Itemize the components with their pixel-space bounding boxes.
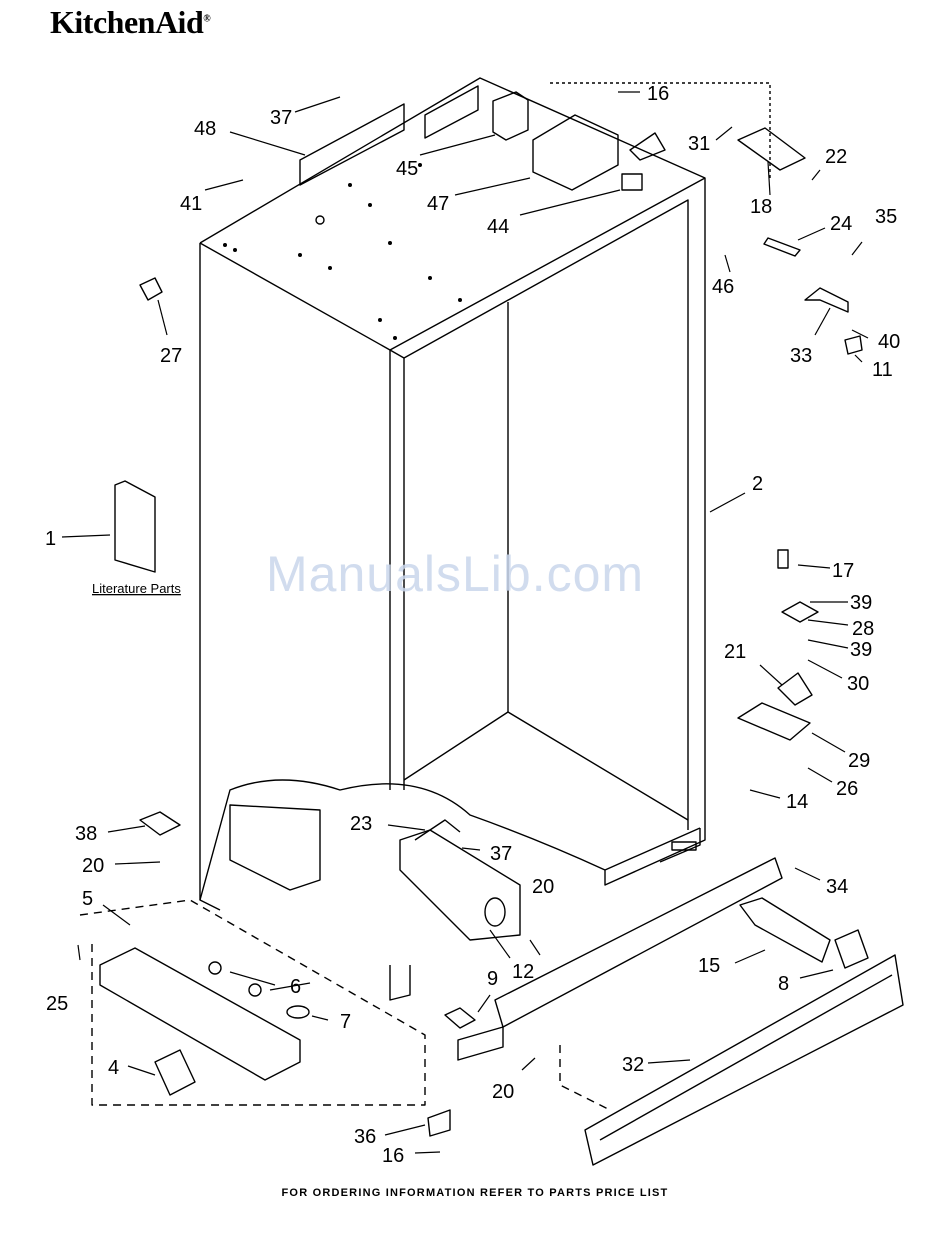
- ring-7: [287, 1006, 309, 1018]
- valve-assembly: [230, 805, 320, 890]
- filter-15: [740, 898, 830, 962]
- callout-25: 25: [46, 993, 68, 1015]
- callout-2: 2: [752, 473, 763, 495]
- literature-parts-label: Literature Parts: [92, 581, 181, 596]
- callout-47: 47: [427, 193, 449, 215]
- callout-20-left: 20: [82, 855, 104, 877]
- clip-9: [445, 1008, 475, 1028]
- callout-40: 40: [878, 331, 900, 353]
- control-plate-47: [533, 115, 618, 190]
- clip-36: [428, 1110, 450, 1136]
- callout-5: 5: [82, 888, 93, 910]
- callout-20-bottom: 20: [492, 1081, 514, 1103]
- callout-39-upper: 39: [850, 592, 872, 614]
- callout-48: 48: [194, 118, 216, 140]
- callout-17: 17: [832, 560, 854, 582]
- callout-23: 23: [350, 813, 372, 835]
- callout-41: 41: [180, 193, 202, 215]
- hinge-part-28: [782, 602, 818, 622]
- callout-6: 6: [290, 976, 301, 998]
- filter-cap-8: [835, 930, 868, 968]
- hinge-18: [738, 128, 805, 170]
- callout-28: 28: [852, 618, 874, 640]
- callout-30: 30: [847, 673, 869, 695]
- cabinet: [200, 78, 705, 910]
- callout-16-top: 16: [647, 83, 669, 105]
- knob-6a: [209, 962, 221, 974]
- callout-24: 24: [830, 213, 852, 235]
- callout-34: 34: [826, 876, 848, 898]
- callout-4: 4: [108, 1057, 119, 1079]
- pin-17: [778, 550, 788, 568]
- callout-15: 15: [698, 955, 720, 977]
- bracket-4: [155, 1050, 195, 1095]
- spring-24: [764, 238, 800, 256]
- callout-labels: 1 2 4 5 6 7 8 9 11 12 14 15 16 16 17 18 …: [45, 83, 900, 1167]
- footer-note: FOR ORDERING INFORMATION REFER TO PARTS …: [0, 1187, 950, 1199]
- callout-12: 12: [512, 961, 534, 983]
- callout-36: 36: [354, 1126, 376, 1148]
- callout-14: 14: [786, 791, 808, 813]
- callout-45: 45: [396, 158, 418, 180]
- bracket-33: [805, 288, 848, 312]
- callout-37-top: 37: [270, 107, 292, 129]
- callout-33: 33: [790, 345, 812, 367]
- top-bracket-48: [300, 104, 404, 185]
- control-module-5: [100, 948, 300, 1080]
- callout-21: 21: [724, 641, 746, 663]
- clip-11: [845, 336, 862, 354]
- callout-8: 8: [778, 973, 789, 995]
- callout-1: 1: [45, 528, 56, 550]
- callout-46: 46: [712, 276, 734, 298]
- knob-6b: [249, 984, 261, 996]
- callout-31: 31: [688, 133, 710, 155]
- hinge-part-top: [630, 133, 665, 160]
- callout-38: 38: [75, 823, 97, 845]
- callout-7: 7: [340, 1011, 351, 1033]
- callout-26: 26: [836, 778, 858, 800]
- callout-16-bottom: 16: [382, 1145, 404, 1167]
- hinge-plate-29: [738, 703, 810, 740]
- top-bracket-left: [425, 86, 478, 138]
- switch-45: [493, 92, 528, 140]
- callout-37-mid: 37: [490, 843, 512, 865]
- callout-9: 9: [487, 968, 498, 990]
- callout-11: 11: [872, 359, 893, 381]
- watermark: ManualsLib.com: [266, 545, 644, 603]
- relay-44: [622, 174, 642, 190]
- hinge-21: [778, 673, 812, 705]
- clip-38: [140, 812, 180, 835]
- callout-20-mid: 20: [532, 876, 554, 898]
- callout-18: 18: [750, 196, 772, 218]
- callout-32: 32: [622, 1054, 644, 1076]
- literature-book: [115, 481, 155, 572]
- clip-27: [140, 278, 162, 300]
- callout-44: 44: [487, 216, 509, 238]
- callout-27: 27: [160, 345, 182, 367]
- callout-29: 29: [848, 750, 870, 772]
- callout-39-lower: 39: [850, 639, 872, 661]
- callout-35: 35: [875, 206, 897, 228]
- callout-22: 22: [825, 146, 847, 168]
